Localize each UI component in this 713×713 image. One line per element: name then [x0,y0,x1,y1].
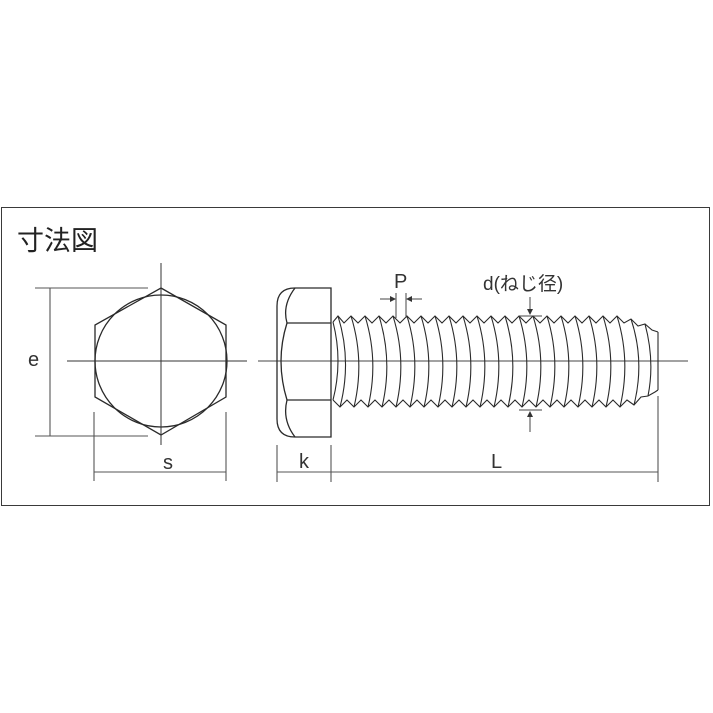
label-s: s [163,452,173,474]
bolt-thread [332,315,659,408]
bolt-head [276,287,332,438]
dimension-s [93,412,227,481]
dimension-k-l [276,396,659,482]
label-p: P [394,271,407,293]
label-l: L [491,451,502,473]
dimension-p [380,293,422,318]
dimension-d [519,297,542,432]
diagram-title: 寸法図 [17,226,98,257]
dimension-e [35,287,148,437]
hex-end-view [67,263,247,445]
diagram-frame [1,207,710,506]
label-k: k [299,451,310,473]
label-d: d(ねじ径) [483,273,563,295]
label-e: e [28,349,39,371]
